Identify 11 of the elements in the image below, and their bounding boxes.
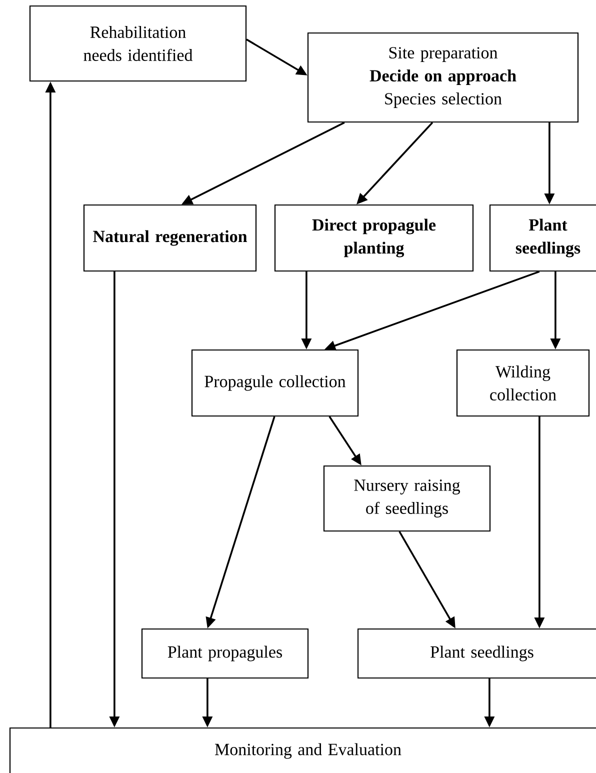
process-box: Propagule collection <box>191 349 359 417</box>
process-box: Plant propagules <box>141 628 309 679</box>
process-box: Direct propagule planting <box>274 204 474 272</box>
process-box: Site preparation Decide on approach Species selection <box>307 32 579 123</box>
process-box: Plant seedlings <box>357 628 596 679</box>
process-box: Rehabilitation needs identified <box>29 5 247 82</box>
process-box: Nursery raising of seedlings <box>323 465 491 532</box>
process-box: Wilding collection <box>456 349 590 417</box>
process-box: Monitoring and Evaluation <box>9 727 596 773</box>
process-box: Plant seedlings <box>489 204 596 272</box>
process-box: Natural regeneration <box>83 204 257 272</box>
